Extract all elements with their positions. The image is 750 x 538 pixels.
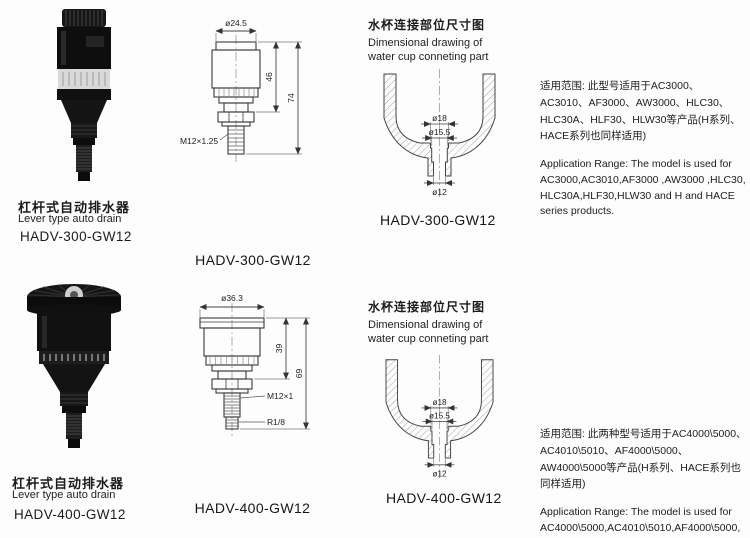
product-photo-hadv400 xyxy=(27,284,121,448)
photo-model-label: HADV-300-GW12 xyxy=(20,229,132,244)
photo-caption-cn: 杠杆式自动排水器 xyxy=(18,200,131,215)
cup-title-cn: 水杯连接部位尺寸图 xyxy=(368,18,486,32)
cup-dim-d2: ø15.5 xyxy=(429,412,450,421)
photo-caption-en: Lever type auto drain xyxy=(18,213,122,225)
cup-dim-d3: ø12 xyxy=(432,187,447,197)
cup-title-block: 水杯连接部位尺寸图 Dimensional drawing of water c… xyxy=(368,16,488,65)
cup-title-cn: 水杯连接部位尺寸图 xyxy=(368,300,486,314)
cup-drawing-hadv400: ø18 ø15.5 ø12 xyxy=(385,354,494,482)
cup-drawing-hadv300: ø18 ø15.5 ø12 xyxy=(383,69,496,200)
application-range-en: Application Range: The model is used for… xyxy=(540,506,741,538)
dimensional-drawing-block: ø36.3 xyxy=(170,292,335,516)
drawing-model-label: HADV-400-GW12 xyxy=(194,500,311,516)
application-range-cn: 适用范围: 此型号适用于AC3000、AC3010、AF3000、AW3000、… xyxy=(540,80,741,143)
dimensional-drawing-hadv400: ø36.3 xyxy=(199,293,310,439)
photo-caption-en: Lever type auto drain xyxy=(12,489,116,501)
dim-upper-height: 46 xyxy=(264,72,274,82)
cup-dim-d1: ø18 xyxy=(432,398,447,407)
cup-dim-d1: ø18 xyxy=(432,113,447,123)
cup-dim-d2: ø15.5 xyxy=(429,127,451,137)
dimensional-drawing-block: ø24.5 xyxy=(178,16,328,268)
application-range-cn: 适用范围: 此两种型号适用于AC4000\5000、AC4010\5010、AF… xyxy=(540,428,747,491)
dim-upper-height: 39 xyxy=(274,344,284,354)
dim-radius: R1/8 xyxy=(267,417,285,427)
cup-title-en1: Dimensional drawing of xyxy=(368,319,483,331)
cup-model-label: HADV-400-GW12 xyxy=(386,490,502,506)
photo-model-label: HADV-400-GW12 xyxy=(14,507,126,522)
dim-total-height: 74 xyxy=(286,93,296,103)
dim-thread: M12×1.25 xyxy=(180,136,218,146)
dim-total-height: 69 xyxy=(294,369,304,379)
dim-thread: M12×1 xyxy=(267,391,293,401)
dim-top-diameter: ø36.3 xyxy=(221,293,243,303)
cup-dim-d3: ø12 xyxy=(432,469,447,478)
product-photo-hadv300 xyxy=(57,9,111,181)
application-range-block: 适用范围: 此两种型号适用于AC4000\5000、AC4010\5010、AF… xyxy=(540,426,748,538)
dim-top-diameter: ø24.5 xyxy=(225,18,247,28)
photo-caption-cn: 杠杆式自动排水器 xyxy=(12,476,125,491)
cup-model-label: HADV-300-GW12 xyxy=(380,212,496,228)
cup-title-block: 水杯连接部位尺寸图 Dimensional drawing of water c… xyxy=(368,298,488,347)
application-range-en: Application Range: The model is used for… xyxy=(540,158,746,218)
dimensional-drawing-hadv300: ø24.5 xyxy=(180,18,302,162)
cup-title-en2: water cup conneting part xyxy=(368,51,489,64)
cup-title-en2: water cup conneting part xyxy=(368,333,489,346)
application-range-block: 适用范围: 此型号适用于AC3000、AC3010、AF3000、AW3000、… xyxy=(540,78,746,220)
cup-title-en1: Dimensional drawing of xyxy=(368,37,483,49)
drawing-model-label: HADV-300-GW12 xyxy=(195,252,311,268)
